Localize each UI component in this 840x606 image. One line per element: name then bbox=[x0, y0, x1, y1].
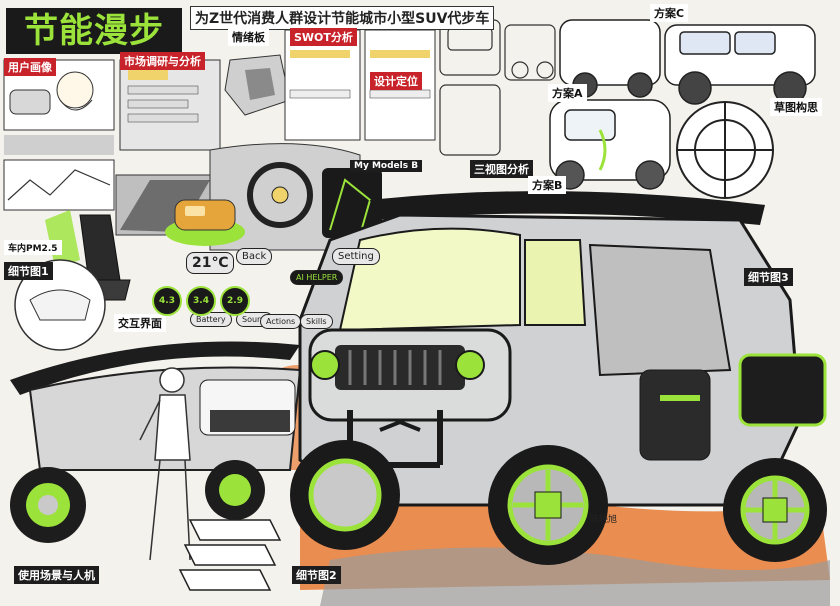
rear-wheel bbox=[488, 445, 608, 565]
windshield bbox=[338, 227, 521, 332]
label-detail-1: 细节图1 bbox=[4, 262, 53, 280]
solar-roof-panel bbox=[370, 191, 765, 225]
back-button: Back bbox=[236, 248, 273, 265]
artist-signature: 陈晓旭 bbox=[590, 515, 618, 525]
label-detail-2: 细节图2 bbox=[292, 566, 341, 584]
modular-seat-sketch bbox=[178, 519, 282, 591]
skills-button: Skills bbox=[300, 314, 333, 329]
temperature-display: 21℃ bbox=[186, 252, 235, 274]
gauge-1: 4.3 bbox=[152, 286, 182, 316]
actions-button: Actions bbox=[260, 314, 302, 329]
label-plan-c: 方案C bbox=[650, 4, 689, 22]
label-plan-a: 方案A bbox=[548, 84, 587, 102]
label-market: 市场调研与分析 bbox=[120, 52, 205, 70]
label-pm25: 车内PM2.5 bbox=[4, 240, 62, 255]
board-subtitle: 为Z世代消费人群设计节能城市小型SUV代步车 bbox=[190, 6, 495, 30]
side-storage bbox=[639, 369, 711, 461]
side-window bbox=[524, 239, 587, 326]
plan-a-sketch bbox=[549, 99, 671, 190]
far-rear-wheel bbox=[723, 458, 827, 562]
label-design-brief: 设计定位 bbox=[370, 72, 422, 90]
label-emotion: 情绪板 bbox=[228, 28, 269, 46]
headlight-right bbox=[455, 350, 485, 380]
three-view-sketch bbox=[439, 19, 556, 156]
label-three-view: 三视图分析 bbox=[470, 160, 533, 178]
label-detail-3: 细节图3 bbox=[744, 268, 793, 286]
ground-rocks bbox=[320, 547, 830, 606]
label-user-portrait: 用户画像 bbox=[4, 58, 56, 76]
wheel-ideation-sketch bbox=[676, 101, 774, 199]
label-interaction: 交互界面 bbox=[114, 314, 166, 332]
human-figure-sketch bbox=[139, 367, 191, 561]
plan-c-sketch bbox=[559, 19, 816, 105]
front-wheel bbox=[290, 440, 400, 550]
label-ideation: 草图构思 bbox=[770, 98, 822, 116]
model-b-sketch bbox=[322, 168, 382, 238]
label-scene: 使用场景与人机 bbox=[14, 566, 99, 584]
spare-tire-box bbox=[738, 353, 827, 427]
side-door bbox=[588, 243, 732, 377]
board-title: 节能漫步 bbox=[6, 8, 182, 54]
headlight-left bbox=[310, 350, 340, 380]
label-swot: SWOT分析 bbox=[290, 28, 357, 46]
gauge-3: 2.9 bbox=[220, 286, 250, 316]
label-model-b: My Models B bbox=[350, 160, 423, 172]
ai-helper-badge: AI HELPER bbox=[290, 270, 344, 285]
gauge-2: 3.4 bbox=[186, 286, 216, 316]
label-plan-b: 方案B bbox=[528, 176, 567, 194]
hero-vehicle-illustration bbox=[290, 191, 827, 565]
setting-button: Setting bbox=[332, 248, 380, 265]
